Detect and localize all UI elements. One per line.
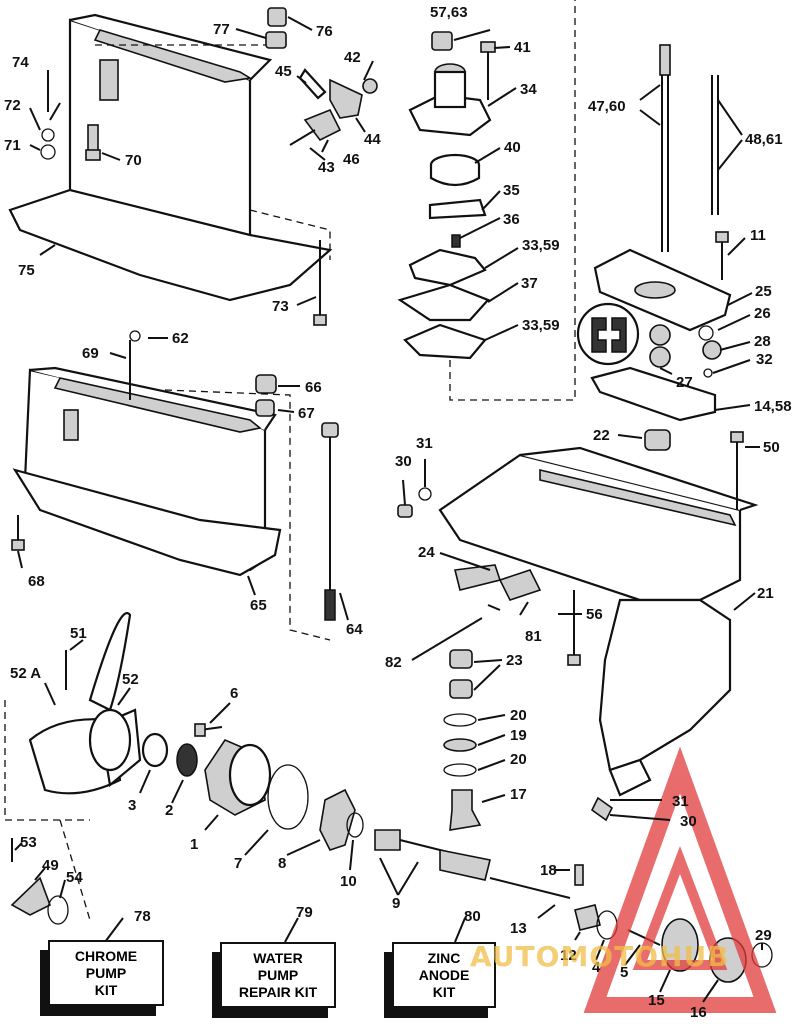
label-50: 50 <box>763 439 780 456</box>
label-23: 23 <box>506 652 523 669</box>
label-35: 35 <box>503 182 520 199</box>
leader-lines <box>14 16 763 1003</box>
zinc-anode-kit-box: ZINC ANODE KIT <box>392 942 496 1008</box>
label-57-63: 57,63 <box>430 4 468 21</box>
label-75: 75 <box>18 262 35 279</box>
label-47-60: 47,60 <box>588 98 626 115</box>
gearcase <box>397 429 759 797</box>
label-46: 46 <box>343 151 360 168</box>
label-27: 27 <box>676 374 693 391</box>
label-77: 77 <box>213 21 230 38</box>
label-28: 28 <box>754 333 771 350</box>
exhaust-housing-lower <box>11 330 339 641</box>
label-21: 21 <box>757 585 774 602</box>
water-pump-repair-kit-box: WATER PUMP REPAIR KIT <box>220 942 336 1008</box>
label-31b: 31 <box>672 793 689 810</box>
label-4: 4 <box>592 959 601 976</box>
label-26: 26 <box>754 305 771 322</box>
label-11: 11 <box>750 227 766 244</box>
nose-cone-parts <box>10 838 69 925</box>
label-15: 15 <box>648 992 665 1009</box>
label-66: 66 <box>305 379 322 396</box>
label-69: 69 <box>82 345 99 362</box>
upper-small-parts <box>40 7 378 326</box>
label-73: 73 <box>272 298 289 315</box>
label-9: 9 <box>392 895 400 912</box>
label-54: 54 <box>66 869 83 886</box>
label-18: 18 <box>540 862 557 879</box>
label-56: 56 <box>586 606 603 623</box>
label-71: 71 <box>4 137 21 154</box>
pinion-gear-stack <box>443 564 542 831</box>
label-37: 37 <box>521 275 538 292</box>
label-40: 40 <box>504 139 521 156</box>
label-13: 13 <box>510 920 527 937</box>
propeller <box>4 612 198 921</box>
label-17: 17 <box>510 786 527 803</box>
label-7: 7 <box>234 855 242 872</box>
label-62: 62 <box>172 330 189 347</box>
label-10: 10 <box>340 873 357 890</box>
drive-shafts <box>659 44 729 280</box>
label-12: 12 <box>560 947 577 964</box>
label-19: 19 <box>510 727 527 744</box>
bearing-carrier <box>194 723 571 899</box>
label-22: 22 <box>593 427 610 444</box>
label-52a: 52 A <box>10 665 41 682</box>
label-74: 74 <box>12 54 29 71</box>
label-44: 44 <box>364 131 381 148</box>
label-30b: 30 <box>680 813 697 830</box>
label-64: 64 <box>346 621 363 638</box>
label-65: 65 <box>250 597 267 614</box>
label-79: 79 <box>296 904 313 921</box>
label-49: 49 <box>42 857 59 874</box>
label-52: 52 <box>122 671 139 688</box>
label-2: 2 <box>165 802 173 819</box>
label-24: 24 <box>418 544 435 561</box>
label-42: 42 <box>344 49 361 66</box>
label-33-59b: 33,59 <box>522 317 560 334</box>
label-33-59a: 33,59 <box>522 237 560 254</box>
label-14-58: 14,58 <box>754 398 792 415</box>
label-20b: 20 <box>510 751 527 768</box>
label-29: 29 <box>755 927 772 944</box>
label-32: 32 <box>756 351 773 368</box>
water-pump-stack <box>397 0 576 401</box>
label-8: 8 <box>278 855 286 872</box>
watermark-text: AUTOMOTOHUB <box>470 940 730 973</box>
label-41: 41 <box>514 39 531 56</box>
label-31a: 31 <box>416 435 433 452</box>
label-36: 36 <box>503 211 520 228</box>
part-labels: 76 77 42 45 44 46 43 74 72 71 70 75 73 6… <box>4 4 792 1021</box>
label-76: 76 <box>316 23 333 40</box>
label-20a: 20 <box>510 707 527 724</box>
chrome-pump-kit-box: CHROME PUMP KIT <box>48 940 164 1006</box>
label-53: 53 <box>20 834 37 851</box>
adapter-plate-assembly <box>576 248 732 422</box>
label-43: 43 <box>318 159 335 176</box>
label-6: 6 <box>230 685 238 702</box>
label-5: 5 <box>620 964 628 981</box>
label-67: 67 <box>298 405 315 422</box>
label-25: 25 <box>755 283 772 300</box>
watermark-triangle <box>583 746 777 1013</box>
exhaust-housing-upper <box>8 13 333 302</box>
label-82: 82 <box>385 654 402 671</box>
label-81: 81 <box>525 628 542 645</box>
label-72: 72 <box>4 97 21 114</box>
label-34: 34 <box>520 81 537 98</box>
label-48-61: 48,61 <box>745 131 783 148</box>
label-1: 1 <box>190 836 198 853</box>
label-3: 3 <box>128 797 136 814</box>
label-80: 80 <box>464 908 481 925</box>
label-16: 16 <box>690 1004 707 1021</box>
label-30a: 30 <box>395 453 412 470</box>
label-70: 70 <box>125 152 142 169</box>
label-78: 78 <box>134 908 151 925</box>
label-68: 68 <box>28 573 45 590</box>
label-51: 51 <box>70 625 87 642</box>
label-45: 45 <box>275 63 292 80</box>
